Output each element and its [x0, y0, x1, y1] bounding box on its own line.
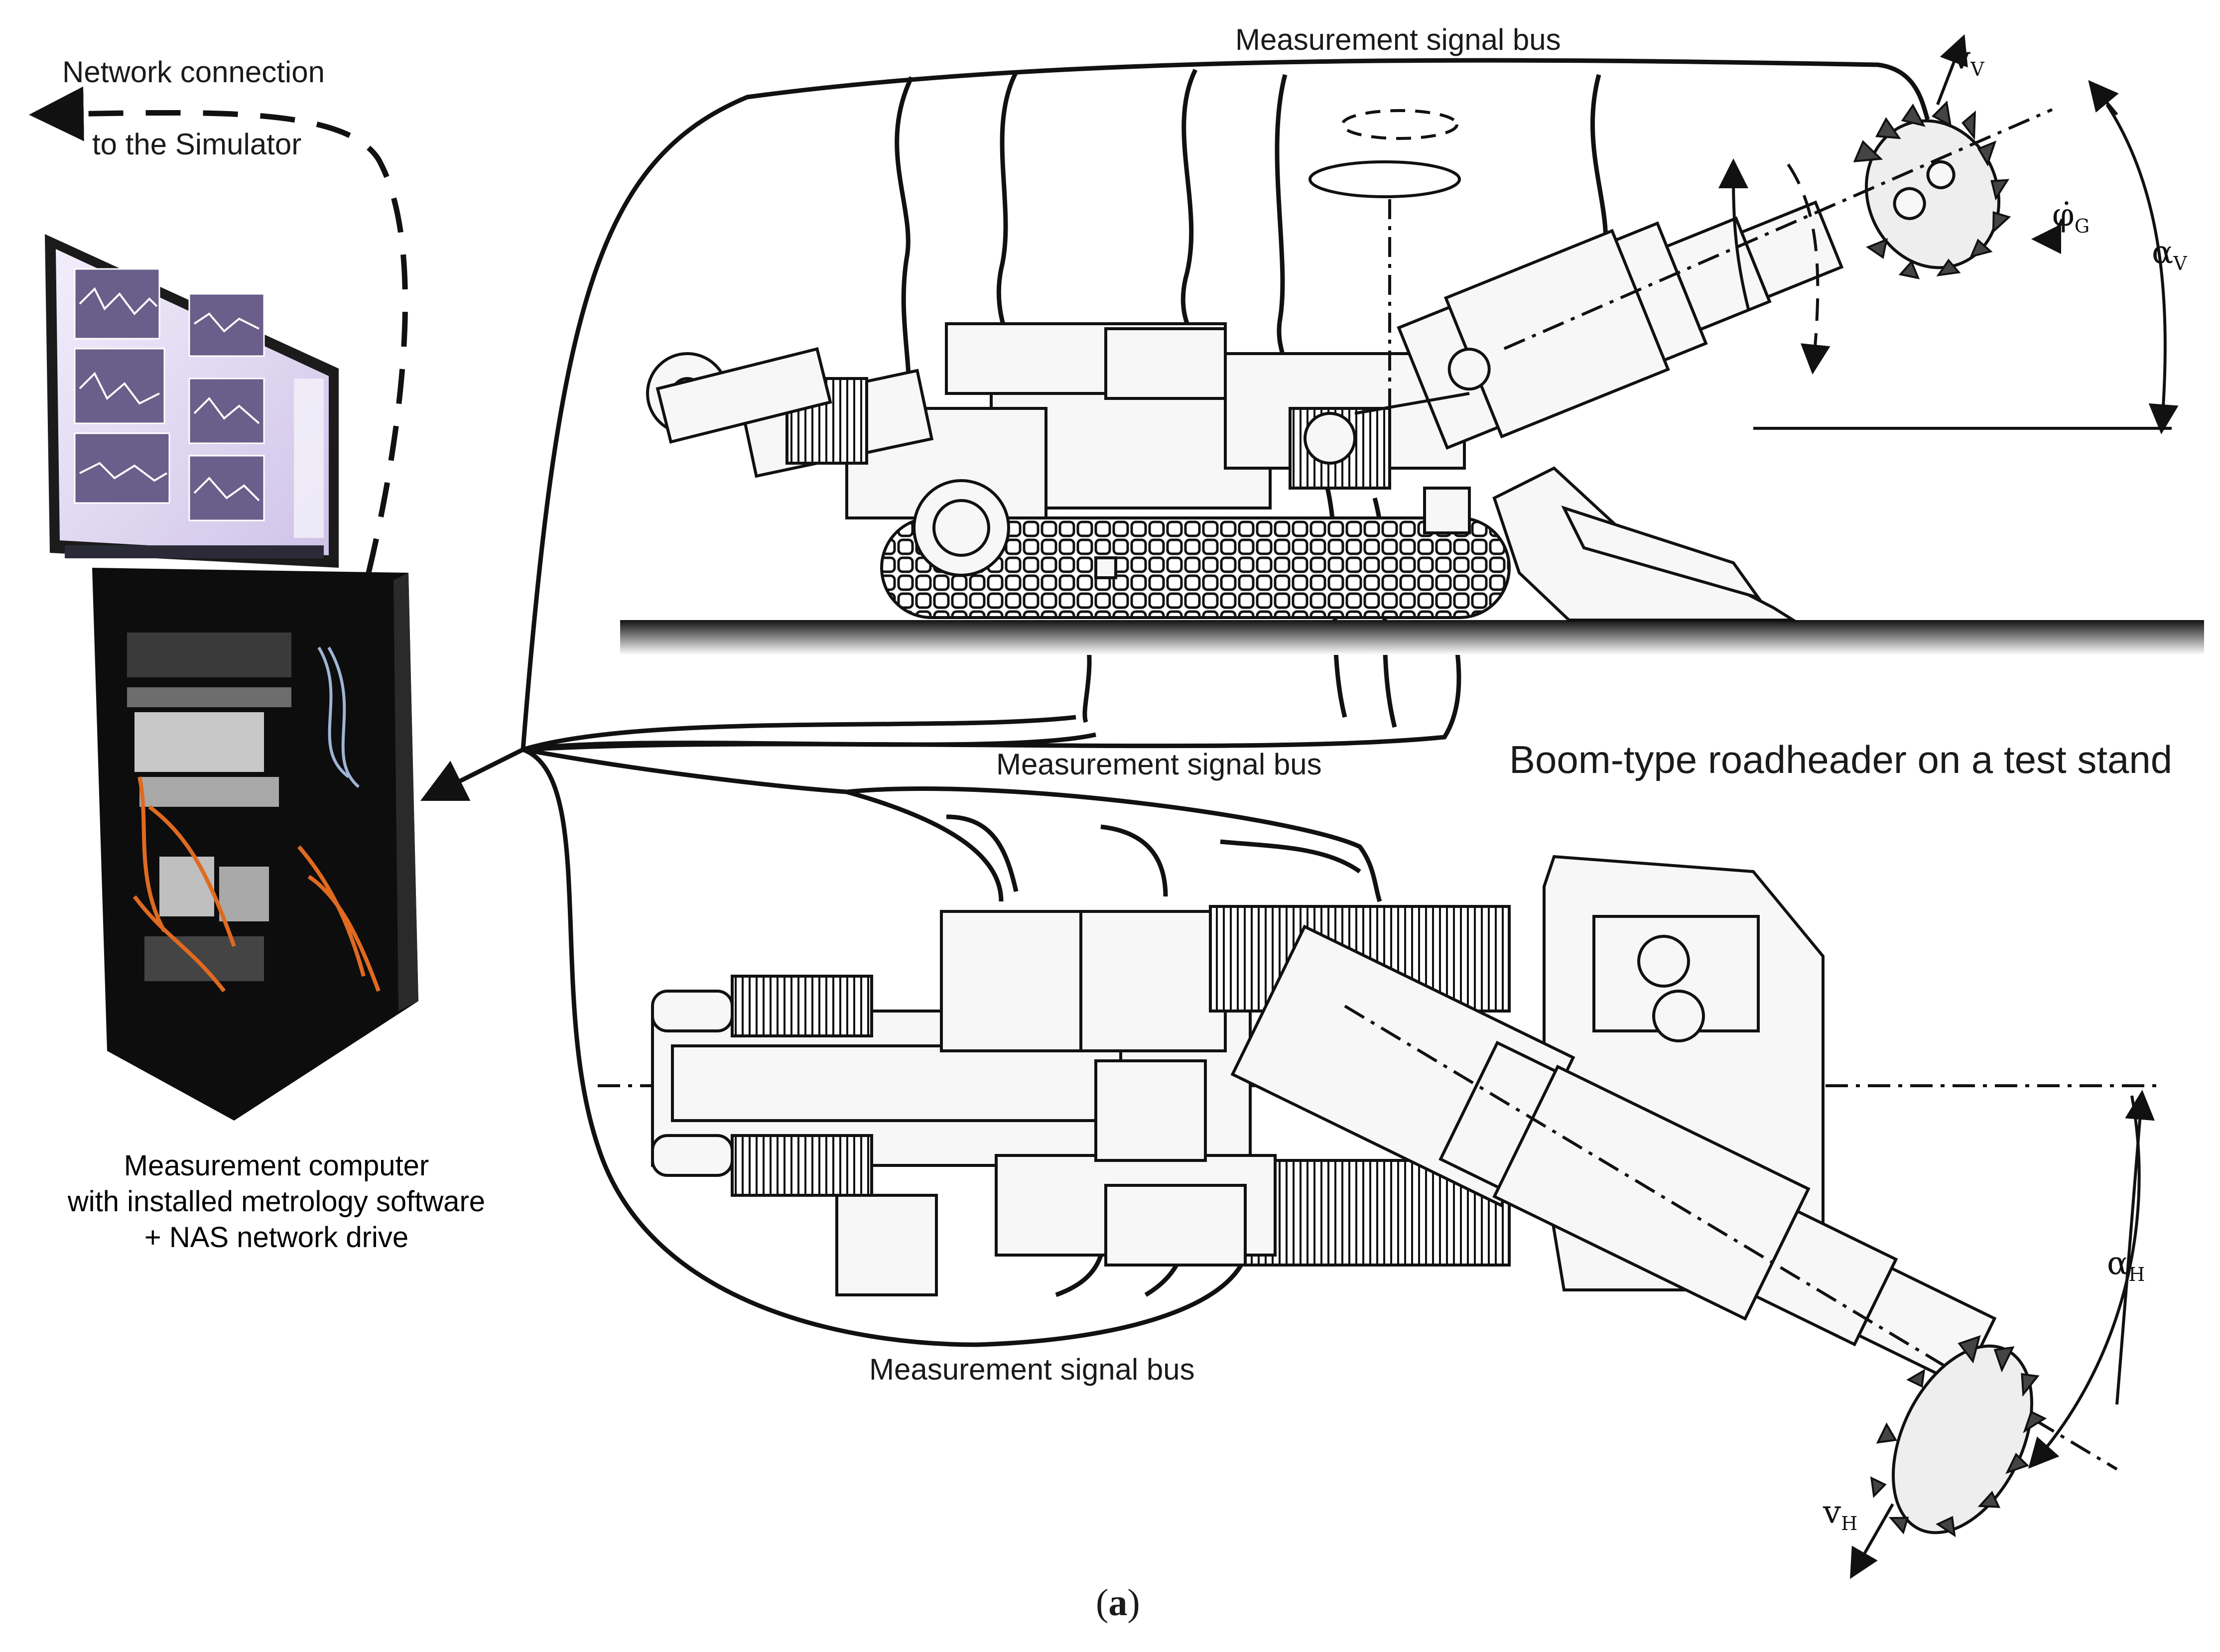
bus-arrow-to-computer	[420, 747, 524, 801]
monitor-signal-traces	[79, 287, 260, 502]
cutter-head-top	[1870, 1335, 2047, 1537]
server-cabinet	[92, 568, 418, 1121]
monitor	[45, 234, 339, 568]
bus-label-top: Measurement signal bus	[1235, 23, 1561, 56]
rotation-symbol	[1308, 109, 1461, 448]
crawler-track	[880, 516, 1511, 619]
caption-letter: a	[1108, 1582, 1128, 1624]
measurement-signal-bus-lines	[420, 58, 1930, 1347]
ground-slab	[620, 620, 2204, 655]
bus-label-middle: Measurement signal bus	[996, 748, 1322, 781]
computer-label: Measurement computer with installed metr…	[20, 1148, 533, 1256]
roadheader-side-view	[620, 34, 2204, 655]
bus-label-bottom: Measurement signal bus	[869, 1353, 1195, 1386]
vertical-boom	[1397, 200, 1844, 450]
network-label-line2: to the Simulator	[92, 127, 302, 161]
horizontal-boom	[1230, 924, 1997, 1388]
computer-label-line2: with installed metrology software	[67, 1185, 486, 1218]
symbol-alpha-h: αH	[2107, 1245, 2145, 1285]
measurement-computer	[29, 86, 418, 1121]
diagram-title: Boom-type roadheader on a test stand	[1509, 738, 2173, 781]
cabinet-cables	[132, 776, 381, 993]
computer-label-line1: Measurement computer	[124, 1149, 429, 1182]
symbol-v-v: vV	[1953, 40, 1984, 80]
computer-label-line3: + NAS network drive	[144, 1221, 409, 1254]
roadheader-top-view	[598, 855, 2162, 1579]
symbol-v-h: vH	[1823, 1494, 1858, 1534]
network-label-line1: Network connection	[62, 55, 325, 89]
network-connection-arrow	[29, 86, 408, 574]
symbol-alpha-v: αV	[2152, 234, 2187, 274]
symbol-phi-g: φ̇G	[2052, 197, 2090, 237]
cutter-head-side	[1853, 100, 2011, 279]
figure-caption: (a)	[1096, 1582, 1140, 1624]
